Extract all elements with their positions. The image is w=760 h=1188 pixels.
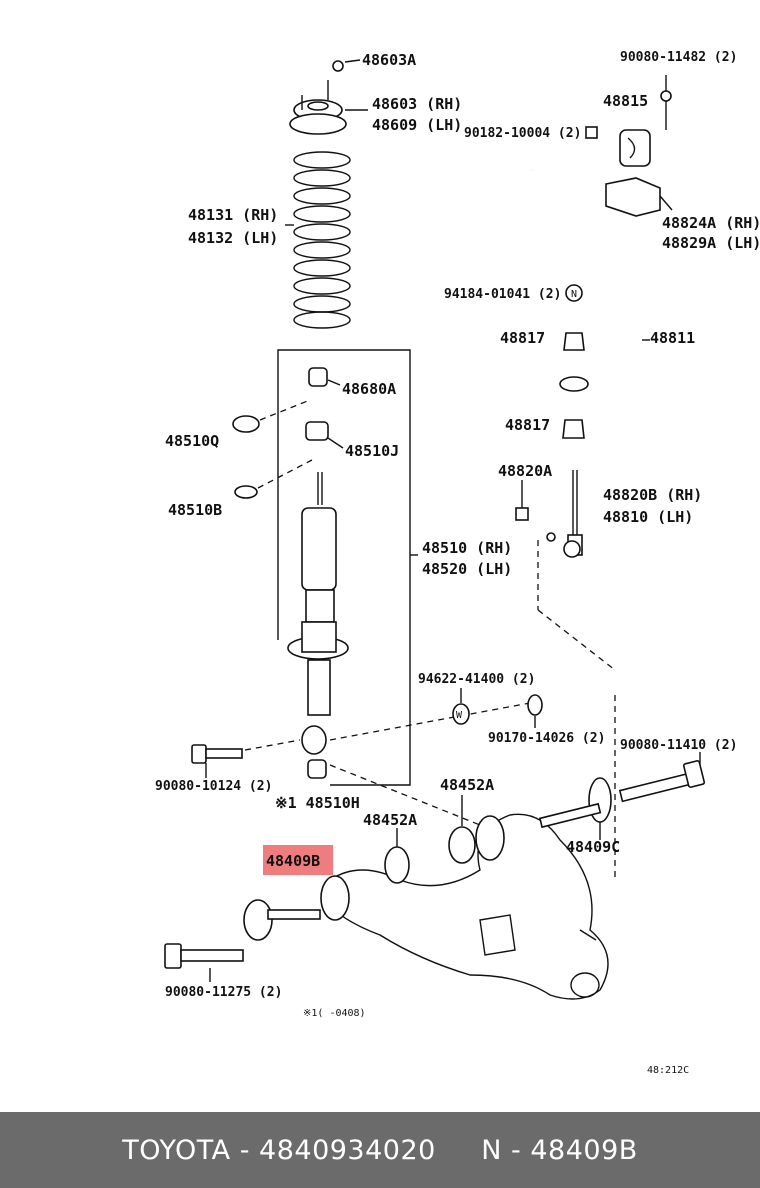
washer-mark: W — [456, 710, 463, 721]
label-48452A-right[interactable]: 48452A — [440, 776, 494, 794]
label-48409C[interactable]: 48409C — [566, 838, 620, 856]
bushing-48510H[interactable] — [307, 759, 327, 779]
washer-48510B[interactable] — [234, 459, 313, 499]
part-footer: TOYOTA - 4840934020 N - 48409B — [0, 1112, 760, 1188]
label-90170[interactable]: 90170-14026 (2) — [488, 731, 605, 746]
bolt-90080-11410[interactable] — [618, 752, 706, 803]
label-48811[interactable]: 48811 — [650, 329, 695, 347]
label-90080-10124[interactable]: 90080-10124 (2) — [155, 779, 272, 794]
nut-94184 — [565, 284, 583, 302]
label-48817-upper[interactable]: 48817 — [500, 329, 545, 347]
footer-sep: - — [501, 1134, 531, 1166]
label-48680A[interactable]: 48680A — [342, 380, 396, 398]
cushion-48817-upper[interactable] — [563, 332, 585, 351]
parts-diagram: 48603A 48603 (RH) 48609 (LH) 48131 (RH) … — [155, 50, 760, 1076]
label-94184[interactable]: 94184-01041 (2) — [444, 287, 561, 302]
label-48810[interactable]: 48810 (LH) — [603, 508, 693, 526]
label-48510H[interactable]: ※1 48510H — [275, 794, 360, 812]
nut-90170[interactable] — [527, 694, 543, 728]
nut-48820A[interactable] — [515, 480, 529, 521]
bushing-48452A-right[interactable] — [448, 795, 476, 864]
drawing-id: 48:212C — [647, 1065, 689, 1076]
coil-spring-48131[interactable] — [285, 151, 351, 329]
lower-control-arm[interactable] — [320, 813, 609, 1000]
label-48820B[interactable]: 48820B (RH) — [603, 486, 702, 504]
label-48510Q[interactable]: 48510Q — [165, 432, 219, 450]
label-48131[interactable]: 48131 (RH) — [188, 206, 278, 224]
label-48510B[interactable]: 48510B — [168, 501, 222, 519]
bracket-48824A[interactable] — [605, 177, 673, 217]
footer-sep: - — [230, 1134, 260, 1166]
bolt-90080-11482[interactable] — [660, 75, 672, 130]
bushing-48510J[interactable] — [305, 421, 344, 449]
footer-gap — [436, 1135, 481, 1166]
label-48510J[interactable]: 48510J — [345, 442, 399, 460]
label-48824A[interactable]: 48824A (RH) — [662, 214, 760, 232]
stabilizer-link-48820B[interactable] — [546, 470, 583, 558]
applicability-note: ※1( -0408) — [303, 1008, 366, 1019]
label-90080-11482[interactable]: 90080-11482 (2) — [620, 50, 737, 65]
bushing-48815[interactable] — [619, 129, 651, 167]
footer-part-number: 4840934020 — [259, 1134, 436, 1166]
label-90080-11275[interactable]: 90080-11275 (2) — [165, 985, 282, 1000]
cushion-48817-lower[interactable] — [562, 419, 585, 439]
footer-brand: TOYOTA — [122, 1134, 231, 1166]
label-48510[interactable]: 48510 (RH) — [422, 539, 512, 557]
nut-48603A[interactable] — [332, 59, 361, 72]
shock-absorber-48510[interactable] — [287, 472, 349, 755]
label-48452A-left[interactable]: 48452A — [363, 811, 417, 829]
stabilizer-bar-48811[interactable] — [530, 167, 660, 392]
label-48603[interactable]: 48603 (RH) — [372, 95, 462, 113]
label-48815[interactable]: 48815 — [603, 92, 648, 110]
label-48820A[interactable]: 48820A — [498, 462, 552, 480]
shock-group-bracket — [277, 349, 411, 786]
nut-90182[interactable] — [585, 126, 598, 139]
label-48520[interactable]: 48520 (LH) — [422, 560, 512, 578]
label-48409B[interactable]: 48409B — [266, 852, 320, 870]
label-90080-11410[interactable]: 90080-11410 (2) — [620, 738, 737, 753]
label-94622[interactable]: 94622-41400 (2) — [418, 672, 535, 687]
highlight-48409B — [263, 845, 333, 875]
label-90182[interactable]: 90182-10004 (2) — [464, 126, 581, 141]
label-48829A[interactable]: 48829A (LH) — [662, 234, 760, 252]
washer-94622[interactable] — [452, 688, 470, 725]
label-48603A[interactable]: 48603A — [362, 51, 416, 69]
upper-support-48603[interactable] — [289, 80, 368, 135]
footer-ref: N — [481, 1134, 502, 1166]
bolt-90080-11275[interactable] — [164, 943, 244, 982]
label-48609[interactable]: 48609 (LH) — [372, 116, 462, 134]
label-48817-lower[interactable]: 48817 — [505, 416, 550, 434]
footer-ref-code: 48409B — [530, 1134, 638, 1166]
bolt-90080-10124[interactable] — [191, 739, 301, 778]
bushing-48452A-left[interactable] — [384, 828, 410, 884]
label-94184-n: N — [571, 289, 577, 300]
label-48132[interactable]: 48132 (LH) — [188, 229, 278, 247]
cam-plate-48409C[interactable] — [538, 777, 612, 840]
bushing-48680A[interactable] — [308, 367, 341, 387]
cam-plate-48409B[interactable] — [243, 899, 321, 941]
washer-48510Q[interactable] — [232, 399, 311, 433]
